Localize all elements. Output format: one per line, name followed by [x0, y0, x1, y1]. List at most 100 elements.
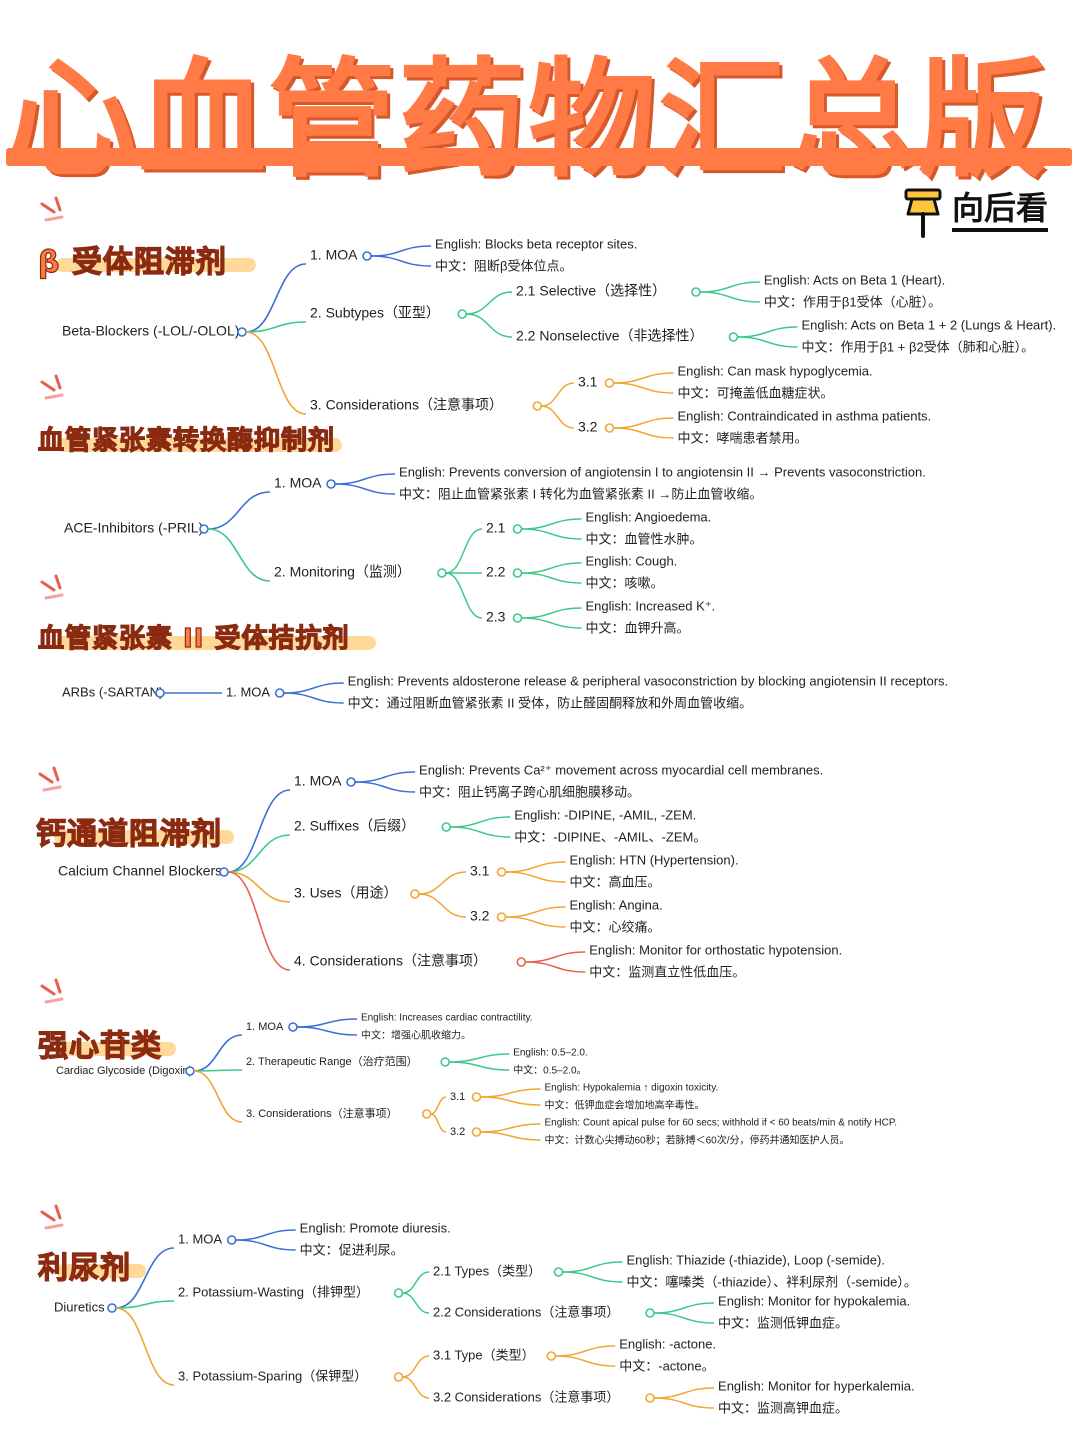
section-title-highlight	[56, 258, 257, 272]
node-circle	[226, 1235, 237, 1245]
connector-line	[283, 682, 344, 694]
connector-line	[115, 1307, 175, 1386]
leaf-chinese: 中文：可掩盖低血糖症状。	[678, 385, 834, 400]
connector-line	[402, 1355, 430, 1378]
node-circle	[496, 912, 507, 922]
connector-line	[227, 871, 291, 971]
connector-line	[193, 1070, 243, 1123]
connector-line	[466, 313, 513, 338]
connector-line	[296, 1026, 357, 1036]
leaf-english: English: Prevents conversion of angioten…	[399, 464, 926, 479]
connector-line	[480, 1131, 541, 1141]
section-title: 强心苷类	[37, 1029, 162, 1065]
leaf-chinese: 中文：计数心尖搏动60秒；若脉搏＜60次/分，停药并通知医护人员。	[544, 1134, 849, 1147]
section-title-highlight	[54, 830, 234, 844]
connector-line	[525, 951, 586, 963]
leaf-chinese: 中文：噻嗪类（-thiazide）、袢利尿剂（-semide）。	[627, 1274, 917, 1289]
leaf-chinese: 中文：监测低钾血症。	[718, 1315, 848, 1330]
leaf-english: English: Monitor for hyperkalemia.	[718, 1378, 915, 1393]
node-circle	[421, 1109, 432, 1119]
connector-line	[654, 1397, 715, 1409]
leaf-english: English: Prevents aldosterone release & …	[348, 673, 949, 688]
leaf-english: English: HTN (Hypertension).	[570, 852, 739, 867]
node-circle	[496, 867, 507, 877]
branch-label: 1. MOA	[226, 684, 270, 699]
leaf-english: English: Can mask hypoglycemia.	[678, 363, 873, 378]
section-title: β 受体阻滞剂	[37, 245, 227, 281]
branch-label: 1. MOA	[310, 247, 358, 263]
connector-line	[654, 1312, 715, 1324]
connector-line	[521, 607, 582, 619]
node-circle	[107, 1303, 117, 1313]
node-circle	[393, 1372, 404, 1382]
sparkle-icon	[38, 766, 62, 792]
leaf-chinese: 中文：低钾血症会增加地高辛毒性。	[544, 1099, 704, 1112]
connector-line	[505, 916, 566, 928]
node-circle	[728, 332, 739, 342]
sparkle-icon	[40, 196, 64, 222]
leaf-english: English: Angina.	[570, 897, 663, 912]
connector-line	[521, 518, 582, 530]
connector-line	[245, 321, 307, 333]
sub-branch-label: 3.2	[470, 908, 490, 924]
leaf-english: English: Promote diuresis.	[300, 1220, 451, 1235]
connector-line	[193, 1034, 243, 1072]
connector-line	[115, 1300, 175, 1309]
branch-label: 2. Therapeutic Range（治疗范围）	[246, 1054, 418, 1068]
connector-line	[521, 562, 582, 574]
leaf-english: English: Prevents Ca²⁺ movement across m…	[419, 762, 823, 777]
leaf-english: English: Acts on Beta 1 (Heart).	[764, 272, 945, 287]
connector-line	[245, 331, 307, 415]
sparkle-icon	[40, 374, 64, 400]
leaf-chinese: 中文：高血压。	[570, 874, 661, 889]
root-node-label: ACE-Inhibitors (-PRIL)	[64, 520, 203, 536]
sub-branch-label: 3.1	[578, 374, 598, 390]
root-node-label: ARBs (-SARTAN)	[62, 684, 163, 699]
leaf-chinese: 中文：血管性水肿。	[586, 531, 703, 546]
connector-line	[371, 245, 432, 257]
connector-line	[335, 473, 396, 485]
connector-line	[418, 893, 467, 918]
connector-line	[737, 336, 798, 348]
leaf-english: English: Blocks beta receptor sites.	[435, 236, 637, 251]
node-circle	[288, 1022, 298, 1032]
section-title: 利尿剂	[37, 1251, 131, 1287]
leaf-english: English: Count apical pulse for 60 secs;…	[544, 1118, 897, 1129]
node-circle	[441, 822, 452, 832]
sub-branch-label: 2.3	[486, 609, 506, 625]
sub-branch-label: 3.2	[450, 1126, 465, 1138]
sub-branch-label: 2.2 Nonselective（非选择性）	[516, 328, 704, 344]
section-title-highlight	[56, 438, 342, 452]
leaf-english: English: Increases cardiac contractility…	[361, 1013, 533, 1024]
node-circle	[410, 889, 420, 899]
leaf-chinese: 中文：阻止钙离子跨心肌细胞膜移动。	[419, 784, 640, 799]
connector-line	[193, 1069, 243, 1072]
connector-line	[235, 1229, 296, 1241]
leaf-english: English: Cough.	[586, 553, 678, 568]
connector-line	[402, 1271, 430, 1294]
leaf-english: English: Thiazide (-thiazide), Loop (-se…	[627, 1252, 885, 1267]
connector-line	[335, 483, 396, 495]
root-node-label: Cardiac Glycoside (Digoxin)	[56, 1065, 192, 1077]
connector-line	[541, 382, 575, 407]
connector-line	[449, 1053, 510, 1063]
node-circle	[645, 1308, 655, 1318]
connector-line	[450, 826, 511, 838]
connector-line	[480, 1096, 541, 1106]
branch-label: 1. MOA	[294, 773, 342, 789]
node-circle	[516, 957, 527, 967]
connector-line	[450, 816, 511, 828]
connector-line	[227, 871, 291, 903]
root-node-label: Beta-Blockers (-LOL/-OLOL)	[62, 323, 239, 339]
leaf-chinese: 中文：咳嗽。	[586, 575, 664, 590]
connector-line	[227, 789, 291, 873]
node-circle	[155, 688, 165, 698]
node-circle	[645, 1393, 655, 1403]
branch-label: 2. Subtypes（亚型）	[310, 305, 440, 321]
leaf-chinese: 中文：监测高钾血症。	[718, 1400, 848, 1415]
leaf-english: English: Contraindicated in asthma patie…	[678, 408, 932, 423]
node-circle	[604, 423, 615, 433]
branch-label: 2. Potassium-Wasting（排钾型）	[178, 1284, 369, 1299]
node-circle	[437, 568, 447, 578]
